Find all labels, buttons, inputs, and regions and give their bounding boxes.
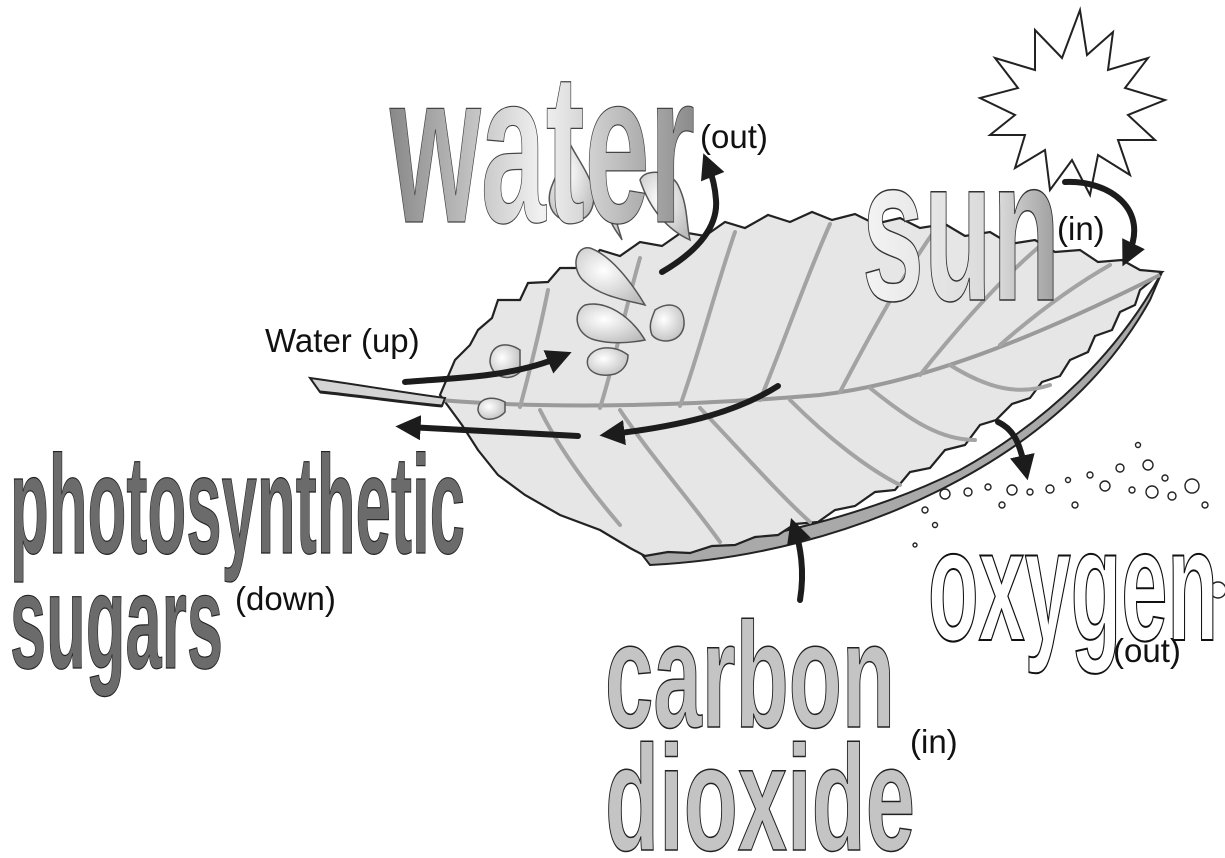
label-sugars-line2: sugars xyxy=(10,546,223,697)
label-sun: sun xyxy=(862,115,1060,344)
note-co2-in: (in) xyxy=(910,723,958,760)
note-oxygen-out: (out) xyxy=(1113,632,1181,669)
arrow-co2-in xyxy=(795,530,802,600)
note-water-up: Water (up) xyxy=(265,322,420,359)
label-water: water xyxy=(389,27,695,268)
note-sun-in: (in) xyxy=(1057,210,1105,247)
label-co2-line2: dioxide xyxy=(605,714,915,858)
note-water-out: (out) xyxy=(700,118,768,155)
note-sugars-down: (down) xyxy=(235,580,336,617)
